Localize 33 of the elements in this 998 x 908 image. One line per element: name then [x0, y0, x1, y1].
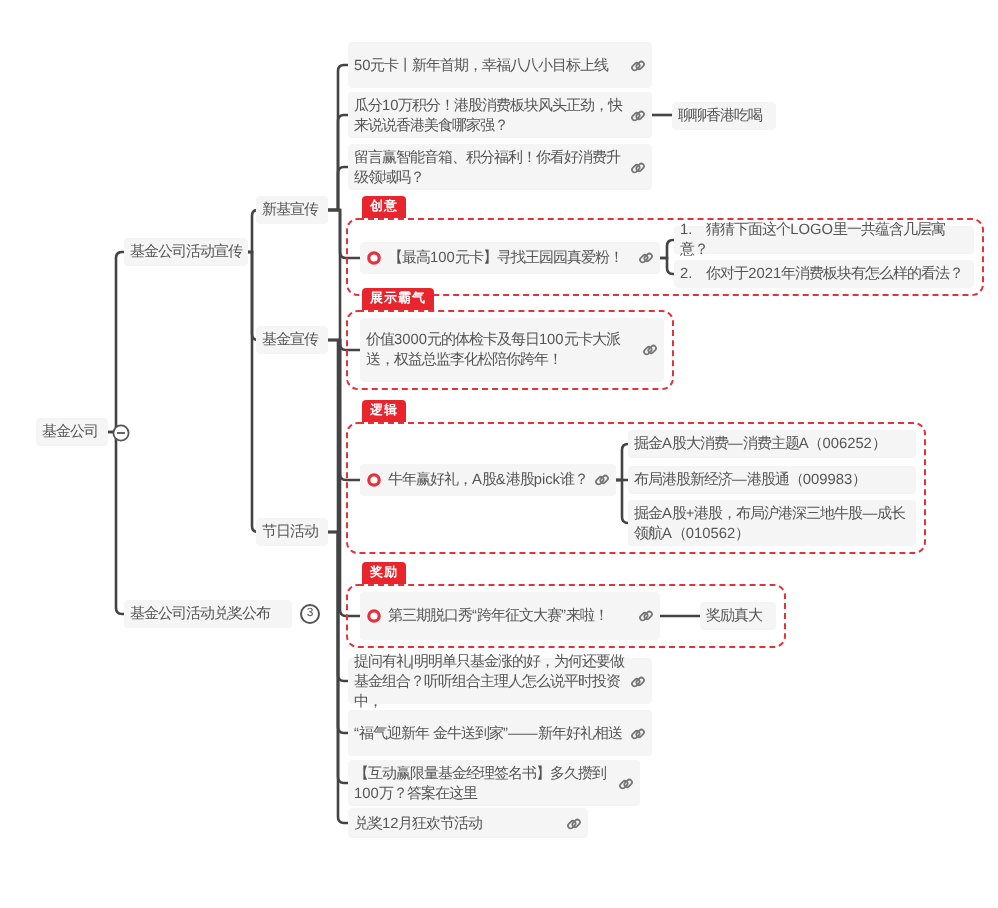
connector: [248, 208, 260, 254]
connector: [248, 250, 260, 534]
topic-box: [256, 196, 328, 224]
topic-box: [628, 430, 916, 458]
topic-box: [124, 238, 248, 266]
topic-box: [672, 102, 776, 130]
topic-box: [348, 144, 652, 190]
topic-box: [700, 602, 776, 630]
topic-box: [348, 710, 652, 756]
connector: [660, 238, 675, 260]
connector: [328, 208, 360, 352]
topic-box: [348, 42, 652, 88]
topic-box: [36, 418, 108, 446]
connector: [108, 430, 124, 616]
topic-box: [348, 808, 588, 838]
topic-box: [348, 92, 652, 138]
topic-box: [360, 318, 664, 382]
topic-box: [360, 242, 660, 274]
connector: [660, 614, 700, 618]
topic-box: [674, 260, 974, 288]
topic-box: [256, 518, 328, 546]
topic-box: [628, 500, 916, 546]
topic-box: [628, 466, 916, 494]
connector: [616, 442, 630, 482]
connector: [328, 338, 348, 683]
topic-box: [360, 464, 616, 496]
connector: [652, 113, 672, 117]
connector: [660, 256, 675, 276]
connector: [616, 478, 630, 525]
topic-box: [348, 760, 640, 806]
topic-box: [256, 326, 328, 354]
topic-box: [360, 592, 660, 640]
topic-box: [124, 600, 292, 628]
